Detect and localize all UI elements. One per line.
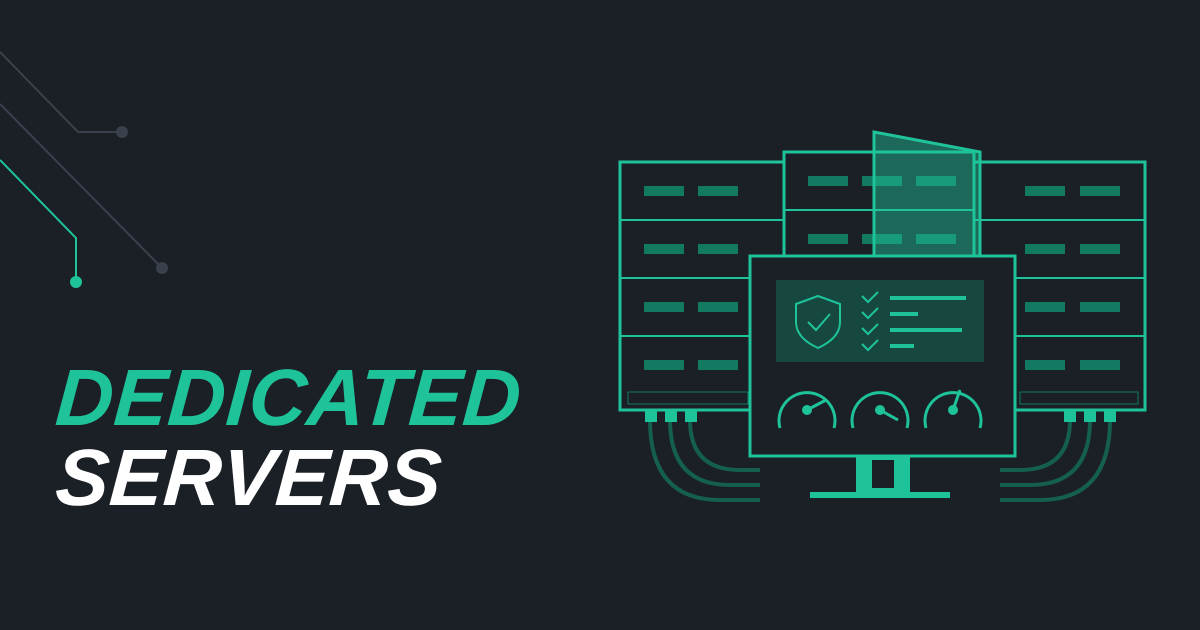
speedometer-icon <box>850 391 910 429</box>
shield-check-icon <box>795 294 841 350</box>
server-rack-icon <box>782 150 976 274</box>
server-illustration: .st { fill: none; stroke: #1fc39a; strok… <box>618 130 1147 502</box>
checklist-icon <box>861 291 966 352</box>
speedometer-icon <box>777 391 837 429</box>
speedometer-icon <box>923 389 983 429</box>
circuit-lines-decoration <box>0 51 168 288</box>
cable-icon <box>648 419 1112 502</box>
headline-line-servers: SERVERS <box>52 433 445 522</box>
document-icon <box>872 130 982 262</box>
monitor-icon <box>748 254 1017 498</box>
headline: DEDICATED SERVERS <box>52 353 525 522</box>
connector-icon <box>645 410 1116 422</box>
headline-line-dedicated: DEDICATED <box>52 353 525 442</box>
